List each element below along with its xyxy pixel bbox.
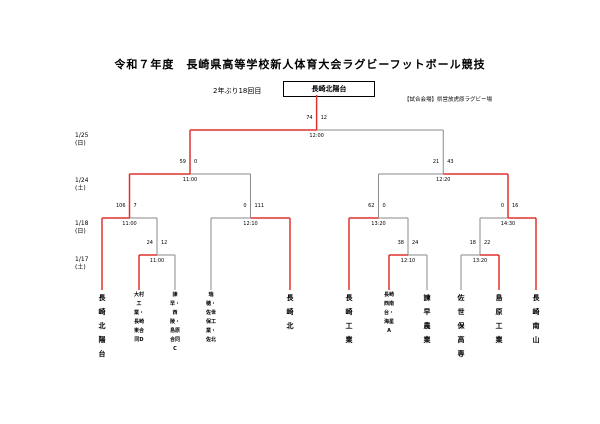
sf2-kickoff-time: 12:20 <box>436 177 450 183</box>
sf1-score-right: 0 <box>194 159 197 165</box>
sf1-kickoff-time: 11:00 <box>183 177 197 183</box>
qf2-score-left: 0 <box>243 203 246 209</box>
qf1-score-right: 7 <box>134 203 137 209</box>
qf2-kickoff-time: 12:10 <box>243 221 257 227</box>
sf2-score-left: 21 <box>433 159 439 165</box>
qf3-score-right: 0 <box>383 203 386 209</box>
date-first-round: 1/17(土) <box>75 256 89 271</box>
date-quarterfinal: 1/18(日) <box>75 220 89 235</box>
qf4-kickoff-time: 14:30 <box>501 221 515 227</box>
team-name: 長崎工業 <box>345 294 353 344</box>
qf4-score-left: 0 <box>501 203 504 209</box>
r1a-kickoff-time: 11:00 <box>150 258 164 264</box>
sf2-score-right: 43 <box>447 159 453 165</box>
qf1-score-left: 106 <box>116 203 126 209</box>
champion-history: 2年ぶり18回目 <box>213 87 262 95</box>
r1b-kickoff-time: 12:10 <box>401 258 415 264</box>
team-name: 諫早農業 <box>423 294 431 344</box>
sf1-score-left: 59 <box>180 159 186 165</box>
team-name: 長崎北陽台 <box>98 294 106 358</box>
qf2-score-right: 111 <box>255 203 265 209</box>
team-name: 大村工業・長崎東合同D <box>133 292 144 343</box>
team-name: 佐世保高専 <box>457 294 465 358</box>
team-name: 長崎西南台・海星A <box>383 292 394 334</box>
team-name: 島原工業 <box>495 294 503 344</box>
qf3-score-left: 62 <box>368 203 374 209</box>
r1c-score-right: 22 <box>484 240 490 246</box>
final-kickoff-time: 12:00 <box>309 133 323 139</box>
r1c-kickoff-time: 13:20 <box>473 258 487 264</box>
final-score-left: 74 <box>306 115 312 121</box>
final-score-right: 12 <box>321 115 327 121</box>
team-name: 長崎北 <box>286 294 294 330</box>
r1b-score-left: 38 <box>398 240 404 246</box>
date-semifinal: 1/24(土) <box>75 177 89 192</box>
qf4-score-right: 16 <box>512 203 518 209</box>
qf1-kickoff-time: 11:00 <box>122 221 136 227</box>
team-name: 諫早・西陵・島原合同C <box>169 292 180 352</box>
venue-label: 【試合会場】県営放虎原ラグビー場 <box>404 97 493 103</box>
qf3-kickoff-time: 13:20 <box>371 221 385 227</box>
champion-box: 長崎北陽台 <box>283 81 375 97</box>
team-name: 長崎南山 <box>532 294 540 344</box>
team-name: 瑞穂・佐世保工業・佐北 <box>205 292 216 343</box>
r1a-score-right: 12 <box>161 240 167 246</box>
date-final: 1/25(日) <box>75 132 89 147</box>
page-title: 令和７年度 長崎県高等学校新人体育大会ラグビーフットボール競技 <box>114 58 486 71</box>
r1c-score-left: 18 <box>470 240 476 246</box>
r1b-score-right: 24 <box>412 240 418 246</box>
r1a-score-left: 24 <box>147 240 153 246</box>
